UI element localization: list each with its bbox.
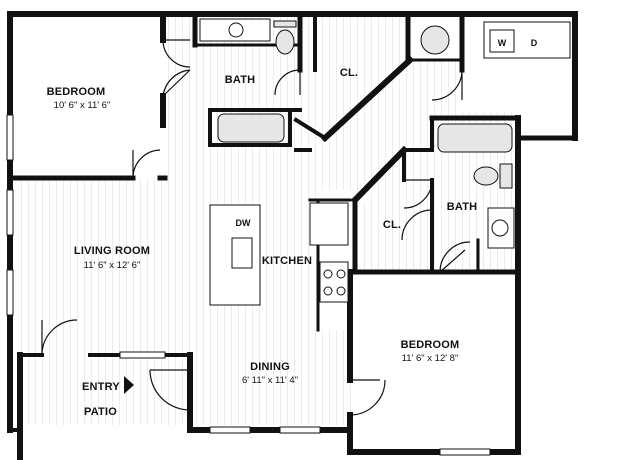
walls — [7, 11, 578, 460]
bath-1-fixtures — [199, 18, 297, 143]
toilet-bowl-1 — [275, 29, 295, 55]
laundry-fixtures — [420, 21, 571, 59]
dryer-label: D — [531, 38, 538, 48]
doors — [41, 39, 471, 416]
bedroom-2-size: 11' 6" x 12' 8" — [402, 353, 459, 364]
toilet-tank-2 — [499, 163, 513, 189]
bedroom-2-name: BEDROOM — [401, 339, 460, 351]
entry-label: ENTRY — [82, 381, 120, 393]
bath-2-fixtures — [437, 123, 515, 249]
windows — [6, 114, 491, 456]
washer-label: W — [498, 38, 507, 48]
water-heater — [420, 25, 450, 55]
bathtub-1 — [217, 113, 285, 143]
room-labels: BEDROOM 10' 6" x 11' 6" BATH CL. LIVING … — [47, 38, 538, 418]
patio-label: PATIO — [84, 406, 117, 418]
dishwasher-label: DW — [236, 218, 251, 228]
dining-name: DINING — [250, 361, 290, 373]
kitchen-name: KITCHEN — [262, 255, 312, 267]
closet-1-name: CL. — [340, 67, 358, 79]
bedroom-1-name: BEDROOM — [47, 86, 106, 98]
bath-1-name: BATH — [225, 74, 256, 86]
kitchen-fixtures — [209, 202, 349, 306]
sink-basin-2 — [491, 219, 509, 237]
washer — [489, 29, 515, 53]
bathtub-2 — [437, 123, 513, 153]
bath-2-name: BATH — [447, 201, 478, 213]
stove — [319, 261, 349, 303]
living-room-name: LIVING ROOM — [74, 245, 150, 257]
closet-2-name: CL. — [383, 219, 401, 231]
living-room-size: 11' 6" x 12' 6" — [84, 260, 141, 271]
bedroom-1-size: 10' 6" x 11' 6" — [54, 100, 111, 111]
fridge — [309, 202, 349, 246]
kitchen-sink — [231, 237, 253, 269]
entry-arrow-icon — [124, 376, 134, 394]
dining-size: 6' 11" x 11' 4" — [242, 375, 298, 386]
toilet-tank-1 — [273, 20, 297, 28]
sink-basin-1 — [228, 22, 244, 38]
toilet-bowl-2 — [473, 166, 499, 186]
